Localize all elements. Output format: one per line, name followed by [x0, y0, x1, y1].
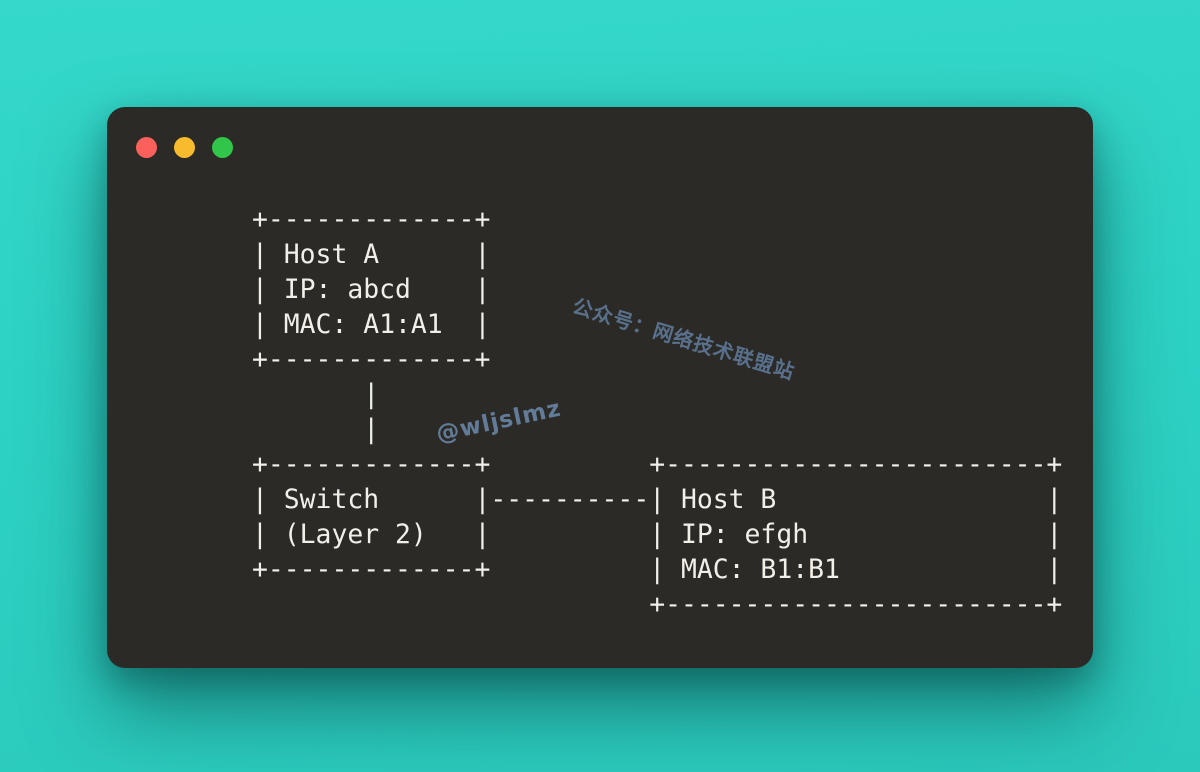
- window-controls: [136, 137, 233, 158]
- zoom-button[interactable]: [212, 137, 233, 158]
- close-button[interactable]: [136, 137, 157, 158]
- terminal-window: +-------------+ | Host A | | IP: abcd | …: [107, 107, 1093, 668]
- minimize-button[interactable]: [174, 137, 195, 158]
- ascii-network-diagram: +-------------+ | Host A | | IP: abcd | …: [252, 204, 1063, 620]
